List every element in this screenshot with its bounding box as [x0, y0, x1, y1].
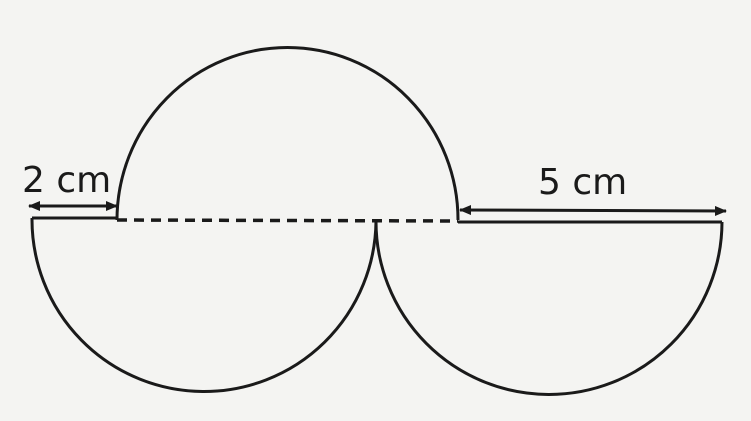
upper-semicircle	[115, 45, 460, 221]
right-lower-semicircle	[374, 220, 724, 396]
dashed-diameter	[116, 218, 459, 223]
large-dimension-arrow	[459, 205, 727, 216]
small-dimension-label: 2 cm	[22, 160, 111, 201]
large-dimension-label: 5 cm	[538, 162, 627, 203]
left-lower-semicircle	[30, 217, 378, 393]
